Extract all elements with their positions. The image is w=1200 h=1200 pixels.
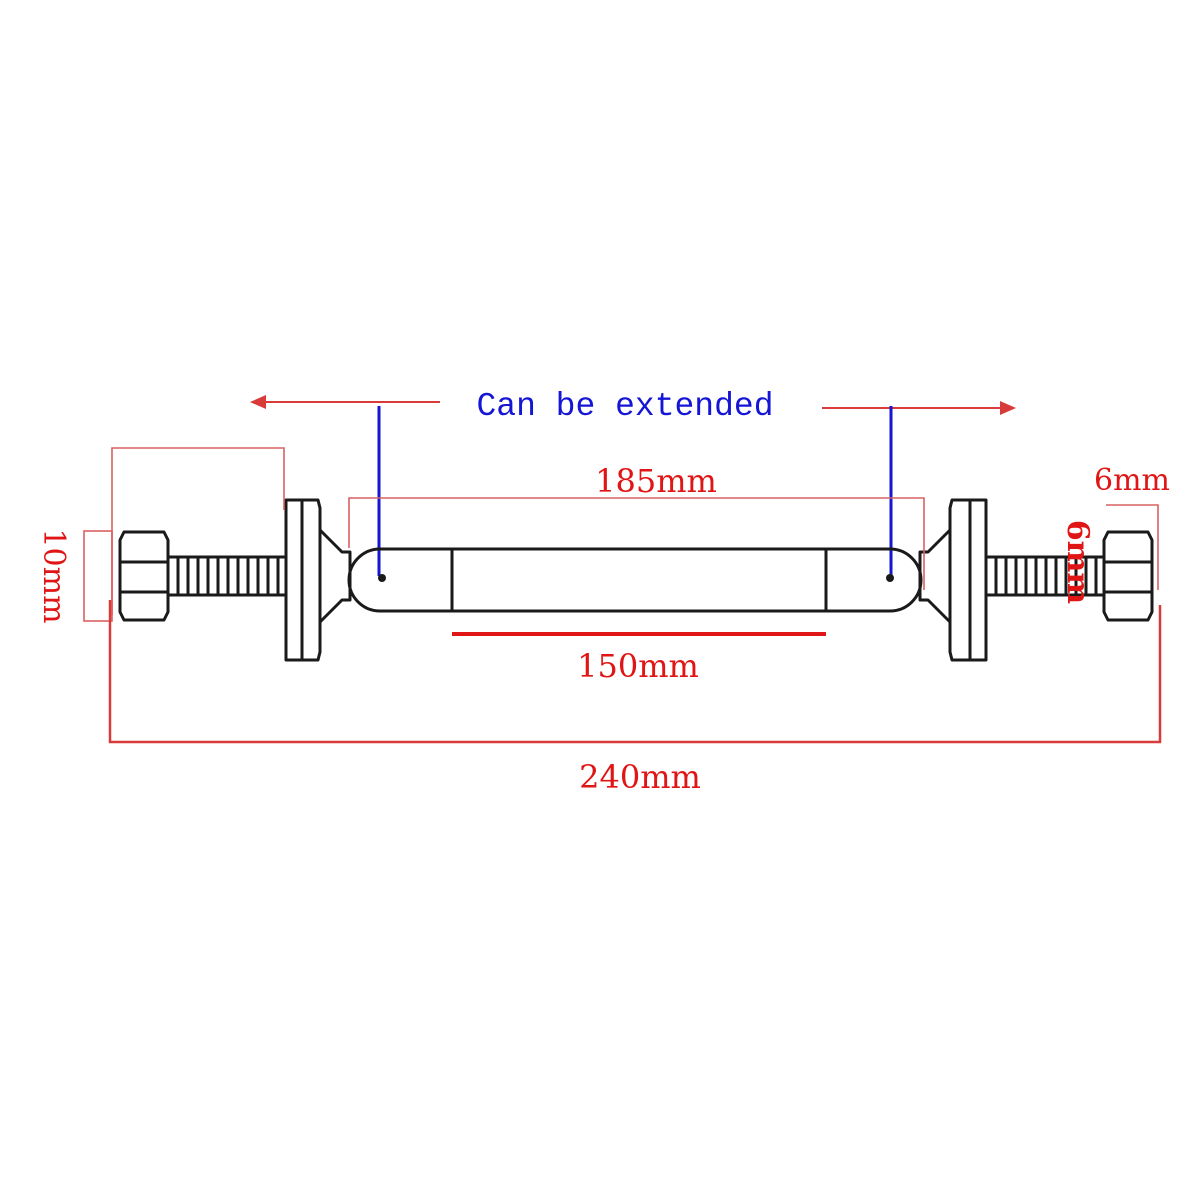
extend-right-arrowhead	[1000, 401, 1016, 415]
left-end-cap	[284, 498, 352, 662]
nut-height-box	[83, 530, 113, 622]
right-nut-bracket	[1106, 504, 1159, 590]
thread-size-side-label: 6mm	[1060, 520, 1095, 605]
nut-height-label: 10mm	[36, 528, 71, 623]
rod-length-label: 185mm	[595, 462, 717, 500]
left-thread	[166, 555, 288, 597]
left-hole	[378, 574, 386, 582]
right-hole	[886, 574, 894, 582]
bar-end-part	[118, 498, 1154, 662]
overall-length-bracket	[108, 600, 1162, 744]
extend-left-arrowhead	[250, 395, 266, 409]
left-nut	[118, 530, 170, 622]
dimension-labels: 185mm 150mm 240mm 6mm 10mm 6mm	[36, 462, 1170, 796]
extension-label: Can be extended	[476, 388, 773, 425]
dimension-lines	[83, 447, 1162, 744]
center-tube	[347, 547, 923, 613]
right-end-cap	[918, 498, 988, 662]
rod-length-bracket	[348, 497, 925, 590]
right-nut	[1102, 530, 1154, 622]
overall-length-label: 240mm	[579, 758, 701, 796]
thread-size-top-label: 6mm	[1094, 463, 1170, 498]
extension-annotation: Can be extended	[250, 388, 1016, 576]
center-length-label: 150mm	[577, 647, 699, 685]
